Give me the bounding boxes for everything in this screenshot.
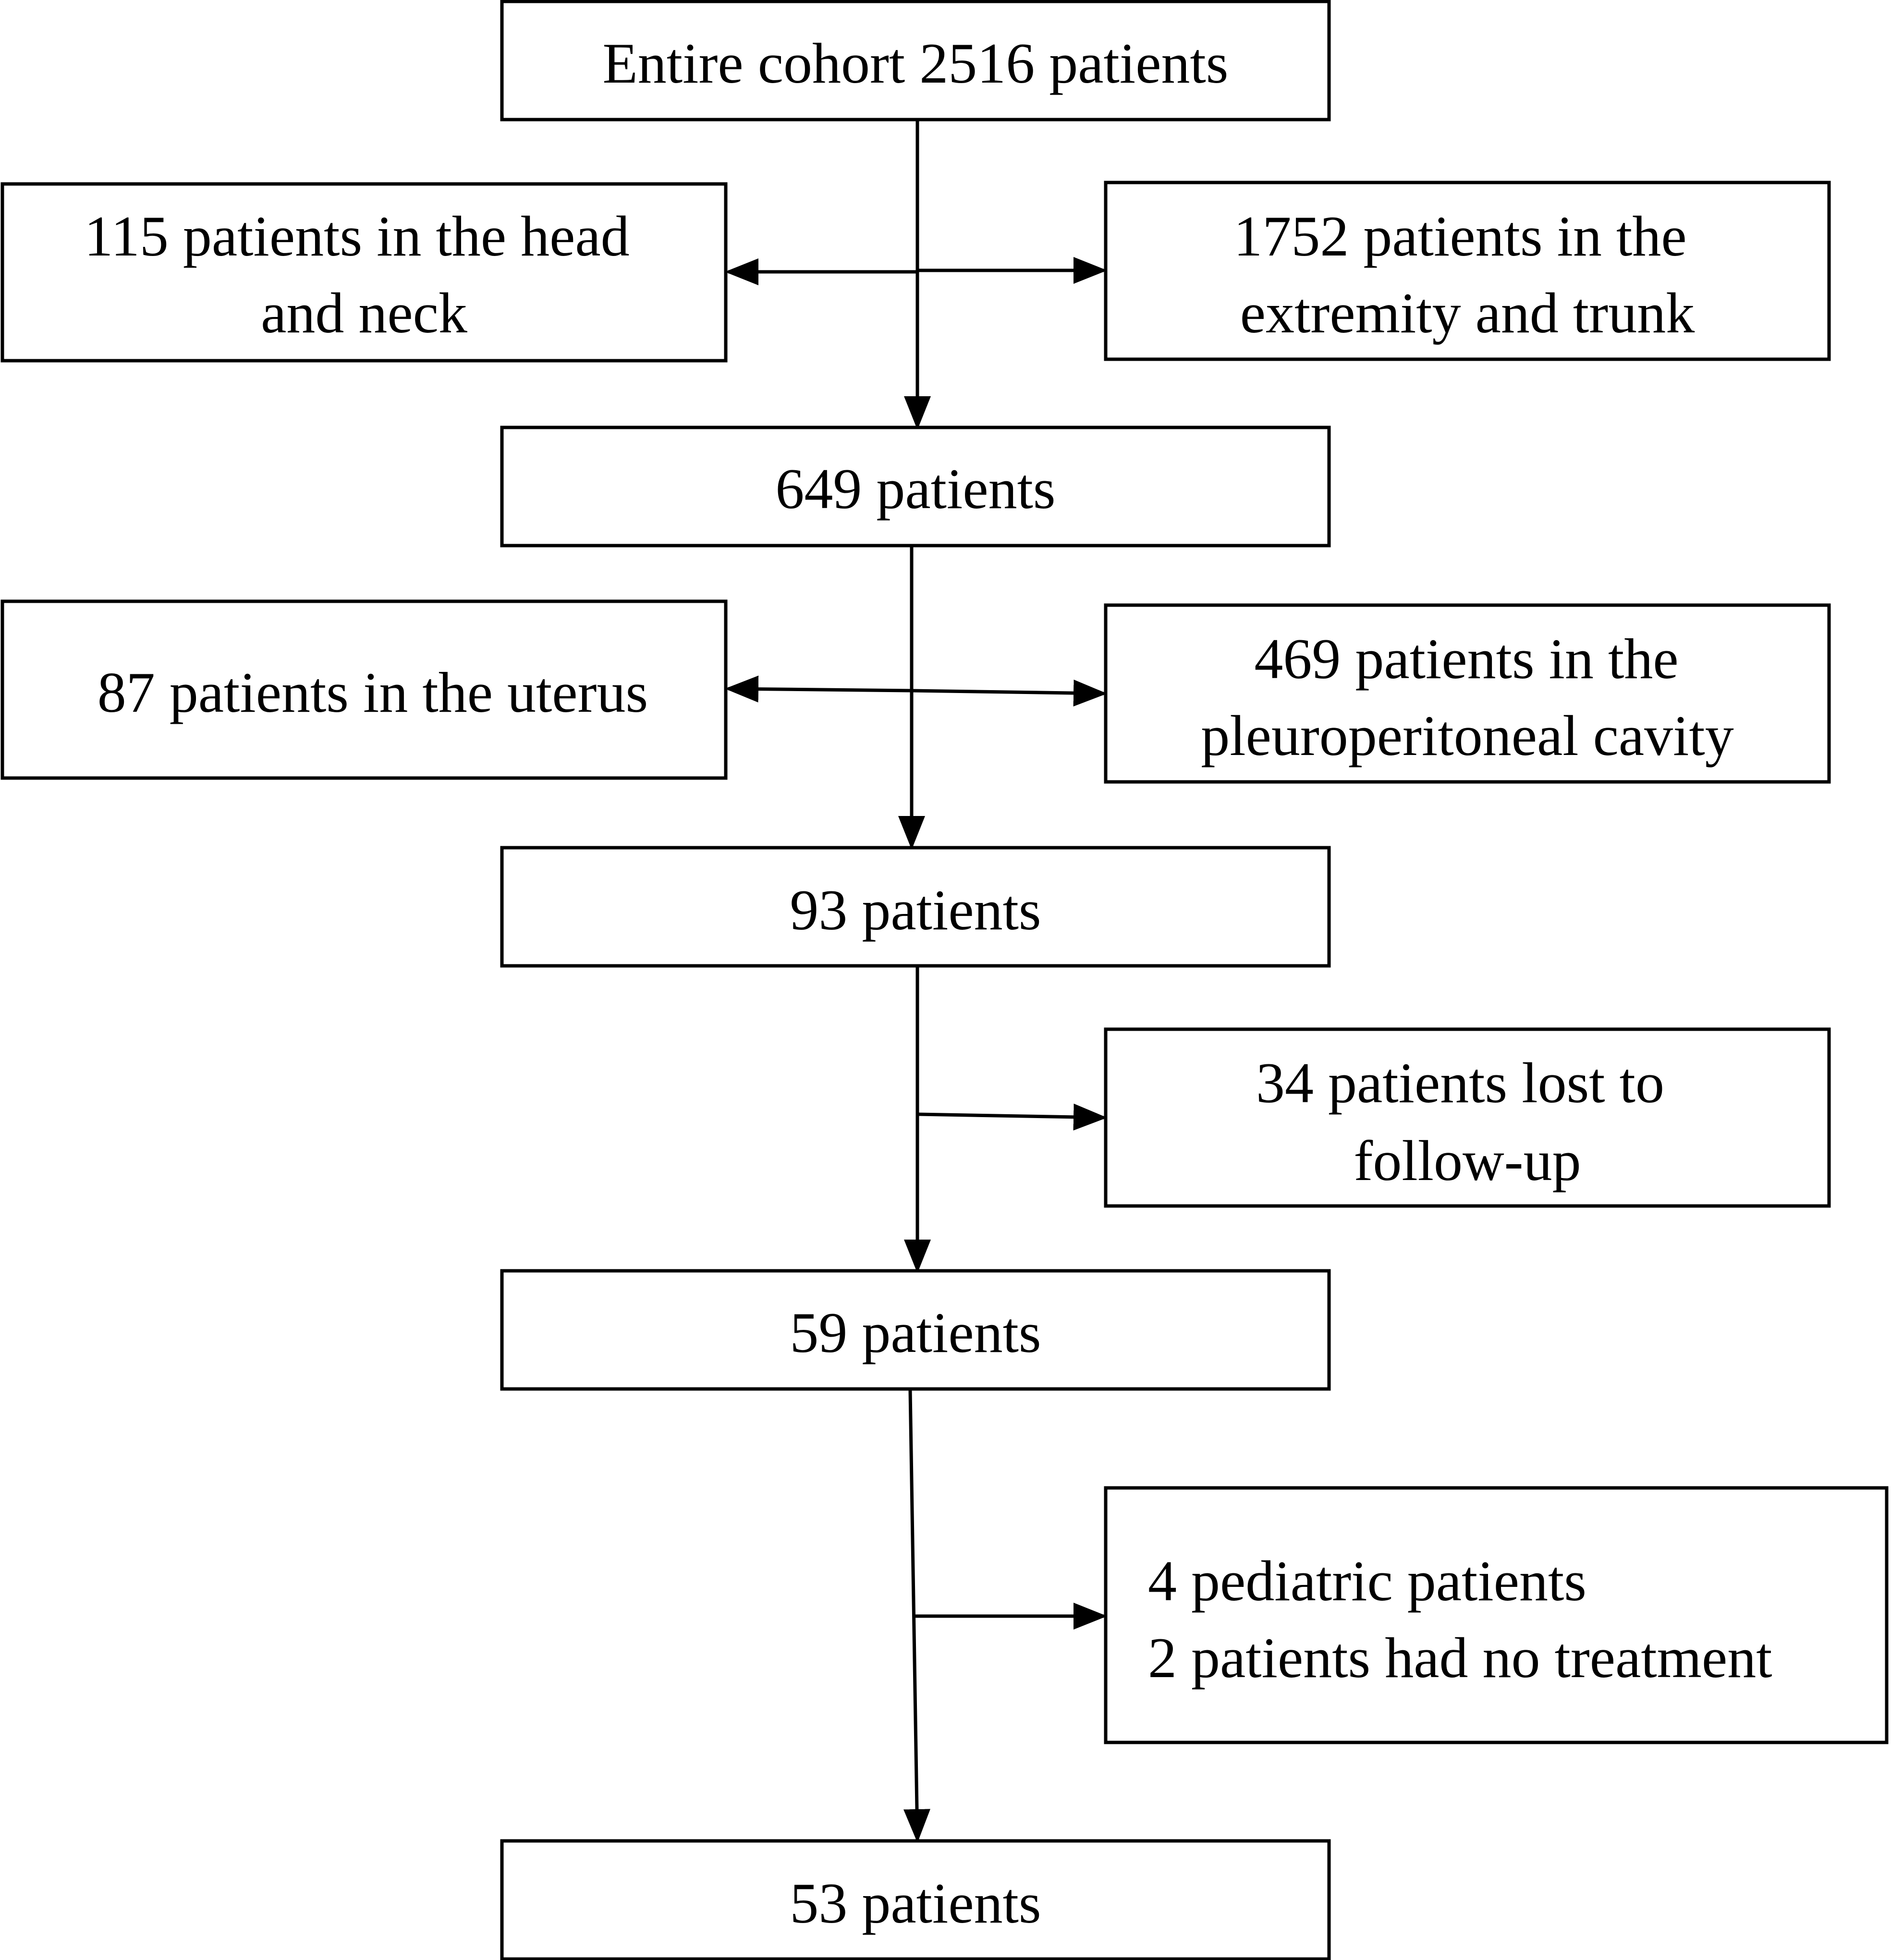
svg-text:53 patients: 53 patients [790, 1871, 1041, 1935]
box-extremity-trunk: 1752 patients in the extremity and trunk [1104, 181, 1831, 361]
svg-text:34 patients lost to foll: 34 patients lost to follow-up [1256, 1051, 1679, 1193]
box-excluded-final-line-2: 2 patients had no treatment [1148, 1626, 1772, 1690]
box-pleuroperitoneal: 469 patients in the pleuroperitoneal cav… [1104, 603, 1831, 784]
arrow-59-to-53 [903, 1390, 930, 1843]
box-59-patients-line-1: 59 patients [790, 1301, 1041, 1364]
connectors [725, 120, 1107, 1843]
box-head-neck-line-1: 115 patients in the head [84, 204, 629, 268]
box-649-patients: 649 patients [500, 426, 1331, 548]
svg-text:649 patients: 649 patients [775, 457, 1055, 521]
svg-text:1752 patients in the ext: 1752 patients in the extremity and trunk [1233, 204, 1701, 345]
box-extremity-trunk-line-1: 1752 patients in the [1233, 204, 1686, 268]
svg-text:115 patients in the head: 115 patients in the head and neck [84, 204, 644, 345]
box-excluded-final: 4 pediatric patients 2 patients had no t… [1104, 1486, 1889, 1744]
box-pleuroperitoneal-line-2: pleuroperitoneal cavity [1201, 704, 1734, 767]
box-entire-cohort-line-1: Entire cohort 2516 patients [602, 31, 1228, 95]
box-uterus-line-1: 87 patients in the uterus [98, 660, 648, 724]
box-59-patients: 59 patients [500, 1269, 1331, 1391]
box-entire-cohort: Entire cohort 2516 patients [500, 0, 1331, 122]
box-head-neck: 115 patients in the head and neck [0, 182, 728, 363]
svg-text:59 patients: 59 patients [790, 1301, 1041, 1364]
svg-text:469 patients in the pleu: 469 patients in the pleuroperitoneal cav… [1201, 627, 1734, 767]
box-pleuroperitoneal-line-1: 469 patients in the [1254, 627, 1678, 691]
box-extremity-trunk-line-2: extremity and trunk [1240, 281, 1695, 345]
arrow-to-uterus [725, 675, 912, 703]
box-head-neck-line-2: and neck [261, 281, 467, 345]
box-53-patients: 53 patients [500, 1839, 1331, 1960]
svg-text:Entire cohort 2516 patients: Entire cohort 2516 patients [602, 31, 1228, 95]
box-uterus: 87 patients in the uterus [0, 599, 728, 780]
arrow-to-pleuroperitoneal [911, 680, 1107, 707]
arrow-to-lost-follow-up [917, 1103, 1107, 1131]
box-93-patients: 93 patients [500, 846, 1331, 968]
box-lost-follow-up-line-1: 34 patients lost to [1256, 1051, 1664, 1115]
box-excluded-final-line-1: 4 pediatric patients [1148, 1549, 1586, 1613]
svg-text:87 patients in the uterus: 87 patients in the uterus [98, 660, 648, 724]
svg-text:93 patients: 93 patients [790, 878, 1041, 942]
box-649-patients-line-1: 649 patients [775, 457, 1055, 521]
box-93-patients-line-1: 93 patients [790, 878, 1041, 942]
box-53-patients-line-1: 53 patients [790, 1871, 1041, 1935]
svg-text:4 pediatric patients 2 p: 4 pediatric patients 2 patients had no t… [1148, 1549, 1772, 1690]
box-lost-follow-up: 34 patients lost to follow-up [1104, 1027, 1831, 1208]
box-lost-follow-up-line-2: follow-up [1354, 1129, 1581, 1193]
